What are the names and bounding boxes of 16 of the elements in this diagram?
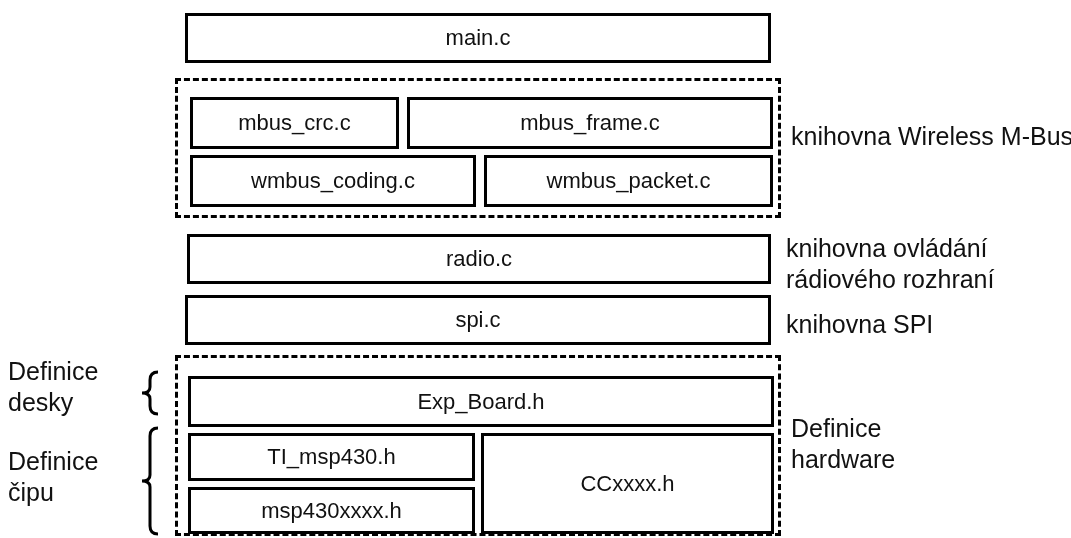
file-box: TI_msp430.h: [188, 433, 475, 481]
file-box: msp430xxxx.h: [188, 487, 475, 534]
layer-description: knihovna ovládání rádiového rozhraní: [786, 233, 996, 295]
side-label: Definice desky: [8, 356, 100, 418]
file-box: mbus_frame.c: [407, 97, 773, 149]
file-box: spi.c: [185, 295, 771, 345]
file-box: CCxxxx.h: [481, 433, 774, 534]
file-box: main.c: [185, 13, 771, 63]
file-box: wmbus_coding.c: [190, 155, 476, 207]
file-box: mbus_crc.c: [190, 97, 399, 149]
side-label: Definice čipu: [8, 446, 100, 508]
file-box: Exp_Board.h: [188, 376, 774, 427]
layer-description: knihovna SPI: [786, 309, 935, 340]
group-label: Definice hardware: [791, 413, 897, 475]
file-box: wmbus_packet.c: [484, 155, 773, 207]
file-box: radio.c: [187, 234, 771, 284]
